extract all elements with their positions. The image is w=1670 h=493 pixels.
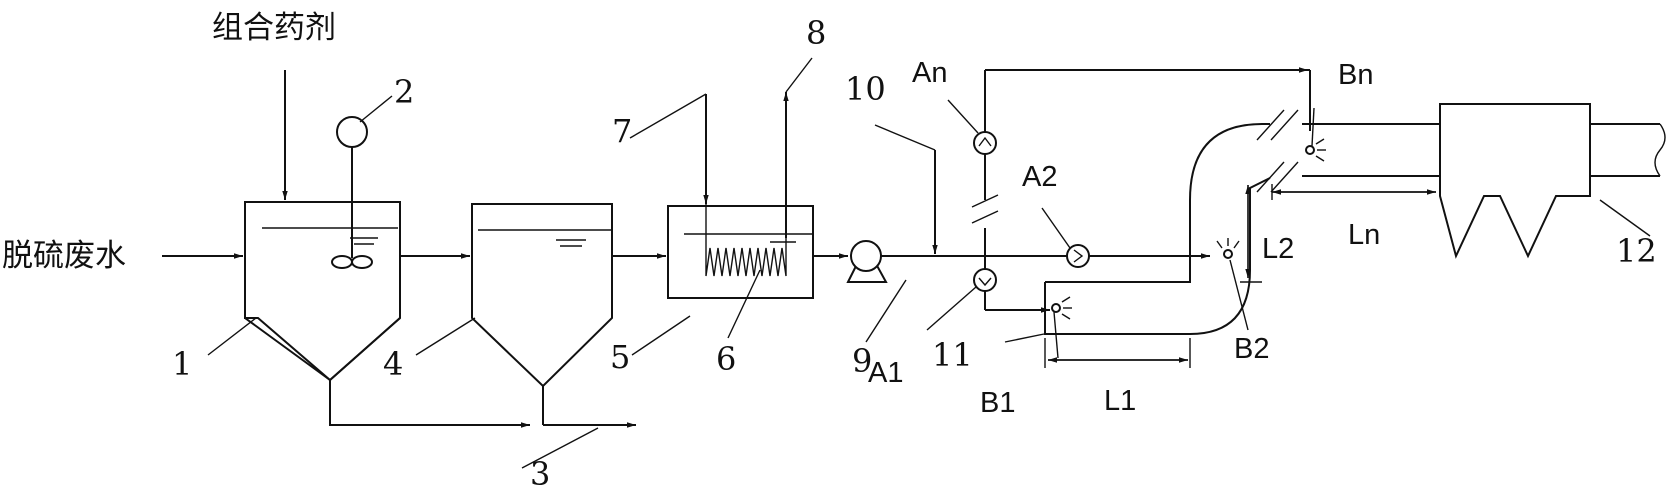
label-B2: B2: [1234, 333, 1269, 365]
chemical-label: 组合药剂: [212, 10, 336, 46]
pump-9: [846, 240, 890, 283]
settling-tank-4: [471, 203, 613, 388]
label-12: 12: [1616, 232, 1657, 270]
label-1: 1: [172, 345, 192, 383]
label-L2: L2: [1262, 233, 1294, 265]
labels: 组合药剂 脱硫废水 1 2 3 4 5 6 7 8 9 10 11 12 A1 …: [2, 10, 1657, 493]
heating-coil-6: [705, 94, 787, 277]
label-8: 8: [806, 14, 826, 52]
label-Bn: Bn: [1338, 59, 1373, 91]
label-A2: A2: [1022, 161, 1057, 193]
stirrer-2: [331, 116, 373, 269]
wastewater-label: 脱硫废水: [2, 238, 126, 274]
label-An: An: [912, 57, 947, 89]
label-Ln: Ln: [1348, 219, 1380, 251]
label-6: 6: [716, 340, 736, 378]
label-9: 9: [852, 342, 872, 380]
label-3: 3: [530, 455, 550, 493]
valve-A2: [1066, 244, 1090, 268]
label-10: 10: [845, 70, 886, 108]
heating-tank-5: [667, 205, 814, 299]
label-A1: A1: [868, 357, 903, 389]
reaction-tank-1: [244, 201, 401, 382]
label-L1: L1: [1104, 385, 1136, 417]
label-11: 11: [932, 336, 973, 374]
label-5: 5: [610, 338, 630, 376]
flue-duct: [1044, 103, 1666, 335]
label-7: 7: [612, 112, 632, 150]
valve-A1: [973, 268, 997, 292]
leader-lines: [207, 57, 1651, 469]
label-2: 2: [394, 73, 414, 111]
dimension-lines: [1044, 184, 1436, 368]
label-B1: B1: [980, 387, 1015, 419]
label-4: 4: [383, 345, 403, 383]
valve-An: [973, 131, 997, 155]
